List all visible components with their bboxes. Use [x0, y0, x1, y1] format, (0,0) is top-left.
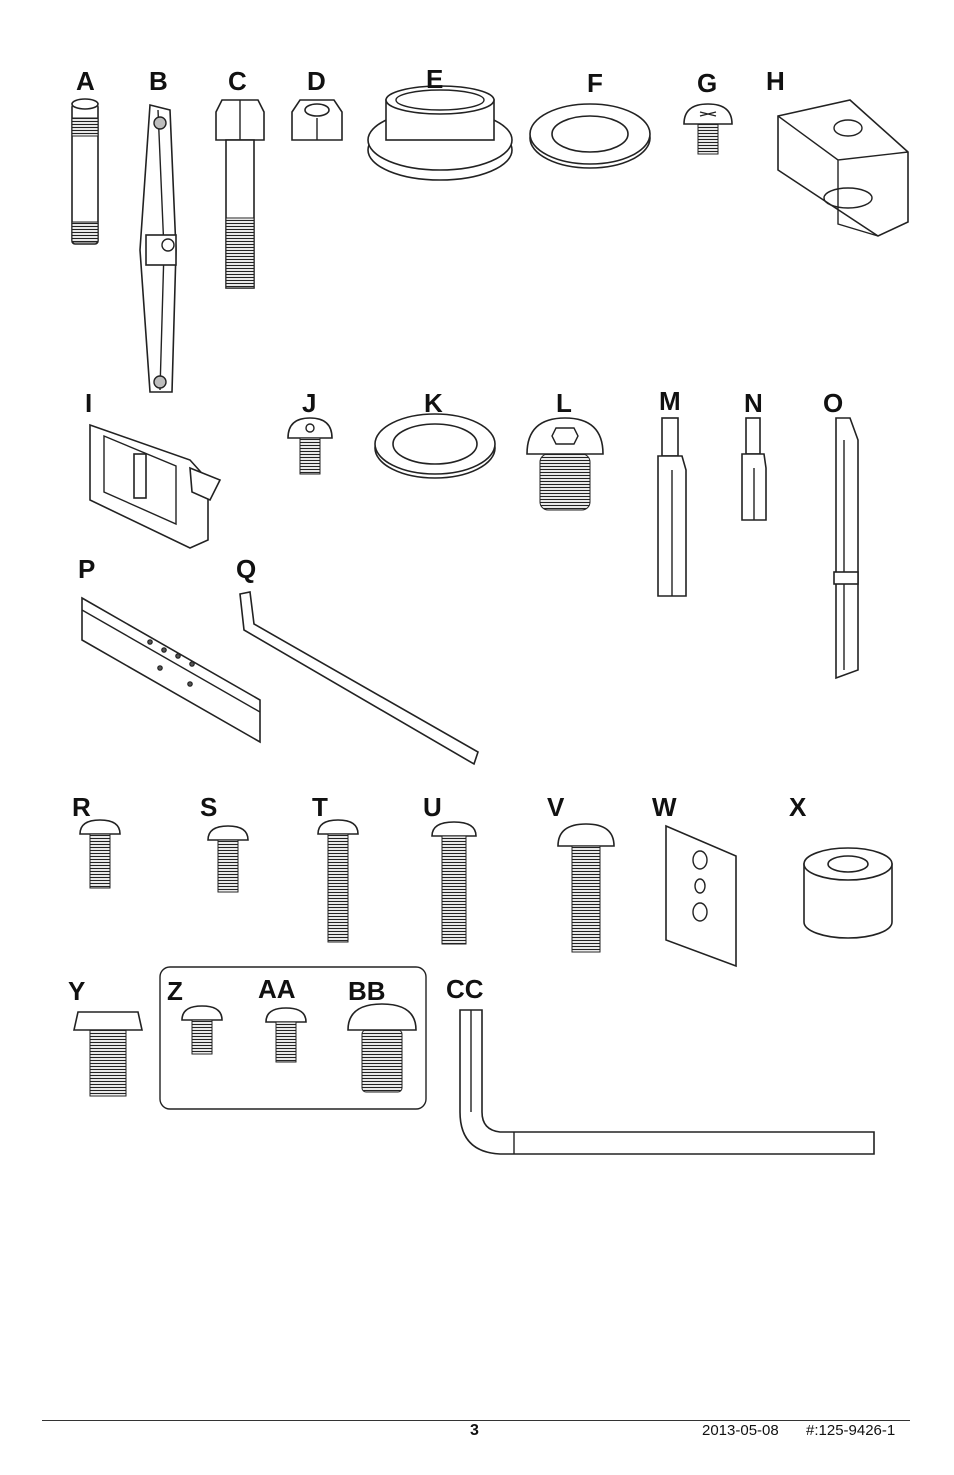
part-label-b: B: [149, 66, 168, 96]
part-label-m: M: [659, 386, 681, 416]
part-label-c: C: [228, 66, 247, 96]
page-number: 3: [470, 1422, 479, 1439]
part-label-s: S: [200, 792, 218, 822]
part-label-l: L: [556, 388, 572, 418]
part-label-r: R: [72, 792, 91, 822]
part-label-n: N: [744, 388, 763, 418]
part-e-drawing: [367, 85, 513, 181]
part-label-aa: AA: [258, 974, 296, 1004]
part-label-g: G: [697, 68, 718, 98]
footer-doc-number: #:125-9426-1: [806, 1422, 896, 1439]
part-label-a: A: [76, 66, 95, 96]
part-x-drawing: [803, 847, 893, 939]
part-y-drawing: [73, 1011, 143, 1097]
part-aa-drawing: [265, 1007, 307, 1063]
part-b-drawing: [139, 103, 177, 393]
part-label-f: F: [587, 68, 603, 98]
part-t-drawing: [317, 819, 359, 943]
part-z-drawing: [181, 1005, 223, 1055]
part-label-e: E: [426, 64, 444, 94]
part-label-cc: CC: [446, 974, 484, 1004]
part-label-t: T: [312, 792, 328, 822]
part-j-drawing: [287, 417, 333, 475]
part-label-x: X: [789, 792, 807, 822]
part-label-bb: BB: [348, 976, 386, 1006]
part-p-drawing: [81, 596, 261, 744]
part-v-drawing: [557, 823, 615, 953]
part-l-drawing: [526, 417, 604, 511]
part-w-drawing: [665, 824, 737, 968]
part-label-o: O: [823, 388, 844, 418]
part-label-p: P: [78, 554, 96, 584]
part-label-h: H: [766, 66, 785, 96]
part-q-drawing: [239, 591, 479, 766]
part-n-drawing: [741, 417, 767, 521]
part-label-i: I: [85, 388, 93, 418]
part-label-w: W: [652, 792, 677, 822]
part-k-drawing: [374, 413, 496, 479]
part-f-drawing: [529, 103, 651, 169]
part-a-drawing: [71, 98, 99, 245]
part-c-drawing: [215, 99, 265, 289]
footer-date: 2013-05-08: [702, 1422, 779, 1439]
part-o-drawing: [833, 417, 859, 680]
zaa-bb-group-box: [159, 966, 427, 1110]
part-u-drawing: [431, 821, 477, 945]
part-label-d: D: [307, 66, 326, 96]
part-label-u: U: [423, 792, 442, 822]
part-label-y: Y: [68, 976, 86, 1006]
part-i-drawing: [89, 423, 222, 549]
part-s-drawing: [207, 825, 249, 893]
part-g-drawing: [683, 103, 733, 155]
part-label-q: Q: [236, 554, 257, 584]
part-m-drawing: [657, 417, 687, 597]
part-label-k: K: [424, 388, 443, 418]
part-label-z: Z: [167, 976, 183, 1006]
part-bb-drawing: [347, 1003, 417, 1093]
footer-rule: [42, 1420, 910, 1421]
part-d-drawing: [291, 99, 343, 141]
part-label-v: V: [547, 792, 565, 822]
part-h-drawing: [777, 99, 909, 237]
part-cc-drawing: [459, 1009, 875, 1155]
part-label-j: J: [302, 388, 317, 418]
part-r-drawing: [79, 819, 121, 889]
